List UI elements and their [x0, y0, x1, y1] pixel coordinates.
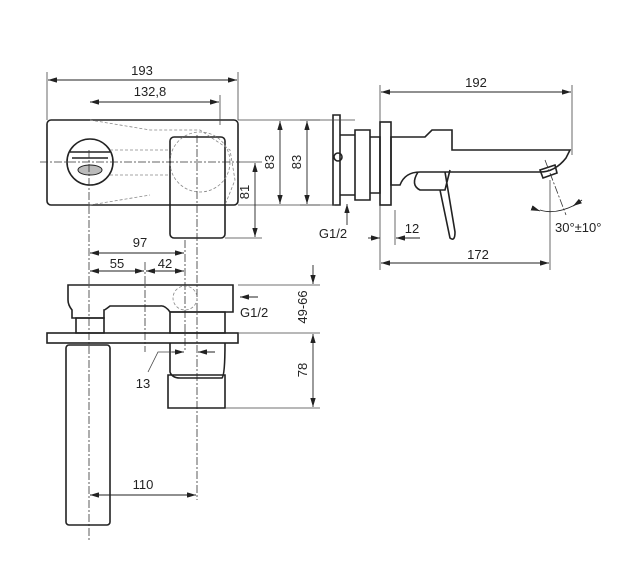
dim-g12-side: G1/2: [319, 226, 347, 241]
front-view: 193 132,8 83 83 81: [40, 63, 320, 540]
dim-132-8: 132,8: [134, 84, 167, 99]
dim-83-b: 83: [289, 155, 304, 169]
body-top: [67, 284, 234, 319]
wall-box-side: [332, 114, 381, 206]
dim-13: 13: [136, 376, 150, 391]
dim-49-66: 49-66: [295, 290, 310, 323]
dim-angle: 30°±10°: [555, 220, 601, 235]
handle-front: [169, 136, 226, 239]
dim-193: 193: [131, 63, 153, 78]
lever-side: [413, 169, 456, 240]
dim-12: 12: [405, 221, 419, 236]
top-view: 97 55 42 G1/2 49-66 78 13 110: [46, 235, 320, 526]
wall-plate-front: [46, 119, 239, 206]
dim-110: 110: [133, 477, 154, 492]
flange-side: [379, 121, 392, 206]
wall-plate-top: [46, 332, 239, 344]
spout-side: [390, 129, 572, 186]
dim-81: 81: [237, 185, 252, 199]
spout-top: [65, 344, 111, 526]
dim-192: 192: [465, 75, 487, 90]
side-view: 192 G1/2 12 172 30°±10°: [300, 75, 601, 270]
dim-55: 55: [110, 256, 124, 271]
dim-78: 78: [295, 363, 310, 377]
dim-172: 172: [467, 247, 489, 262]
dim-g12-top: G1/2: [240, 305, 268, 320]
dim-83-a: 83: [262, 155, 277, 169]
dim-42: 42: [158, 256, 172, 271]
dim-97: 97: [133, 235, 147, 250]
